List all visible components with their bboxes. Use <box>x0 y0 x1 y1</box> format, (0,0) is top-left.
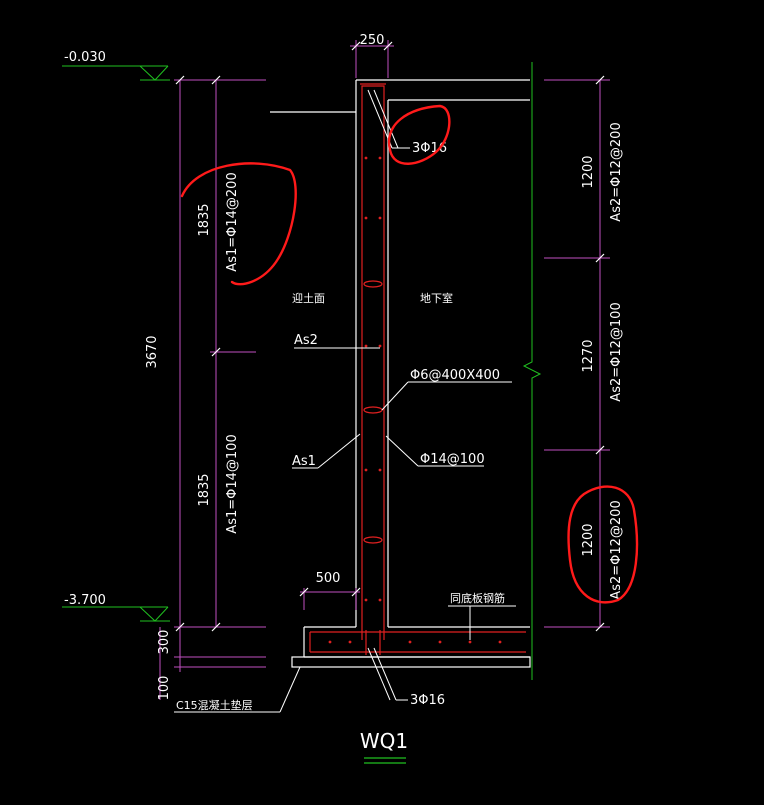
level-bottom-label: -3.700 <box>64 593 106 608</box>
dimension-ticks-right <box>595 75 605 632</box>
level-marker-bottom <box>62 606 170 622</box>
as1-tag: As1 <box>292 454 316 469</box>
break-line-icon <box>522 62 542 680</box>
markup-circle-as2 <box>567 485 639 604</box>
dim-total-height: 3670 <box>145 335 160 368</box>
level-marker-top <box>62 65 170 81</box>
level-triangle-icon <box>139 606 169 622</box>
markup-circle-as1 <box>180 162 297 286</box>
dim-wall-thickness: 250 <box>360 33 385 48</box>
cushion-layer-note: C15混凝土垫层 <box>176 698 253 712</box>
right-dimensions <box>544 79 610 628</box>
level-triangle-icon <box>139 65 169 81</box>
dim-right-top: 1200 <box>581 155 596 188</box>
as1-upper-label: As1=Φ14@200 <box>225 172 240 271</box>
bottom-bars-label: 3Φ16 <box>410 693 445 708</box>
dimension-ticks-left <box>175 75 221 632</box>
as1-lower-label: As1=Φ14@100 <box>225 434 240 533</box>
as2-top-label: As2=Φ12@200 <box>609 122 624 221</box>
rebar-dots <box>328 156 502 644</box>
dim-right-bottom: 1200 <box>581 523 596 556</box>
level-top-label: -0.030 <box>64 50 106 65</box>
rebar-cage <box>309 83 526 655</box>
soil-side-label: 迎土面 <box>292 292 325 305</box>
wall-outline <box>270 79 531 668</box>
slab-rebar-note: 同底板钢筋 <box>450 591 505 605</box>
top-bars-label: 3Φ16 <box>412 141 447 156</box>
toe-dimension <box>300 588 360 610</box>
title-underline <box>364 757 406 764</box>
as2-mid-label: As2=Φ12@100 <box>609 302 624 401</box>
dim-slab-thickness: 300 <box>157 630 172 655</box>
drawing-title: WQ1 <box>360 729 408 753</box>
tie-label: Φ6@400X400 <box>410 368 500 383</box>
dim-toe-width: 500 <box>316 571 341 586</box>
basement-label: 地下室 <box>420 291 453 305</box>
markup-circle-3phi16 <box>387 104 451 165</box>
left-dimensions <box>159 79 266 700</box>
leader-lines <box>174 89 516 713</box>
dim-upper-half: 1835 <box>197 203 212 236</box>
markup-annotations <box>180 104 639 604</box>
dimension-ticks-toe <box>299 587 361 597</box>
as2-bottom-label: As2=Φ12@200 <box>609 500 624 599</box>
vertical-bars-label: Φ14@100 <box>420 452 485 467</box>
dim-lower-half: 1835 <box>197 473 212 506</box>
dim-right-mid: 1270 <box>581 339 596 372</box>
dim-cushion: 100 <box>157 676 172 701</box>
dimension-ticks-top <box>351 41 393 51</box>
as2-tag: As2 <box>294 333 318 348</box>
